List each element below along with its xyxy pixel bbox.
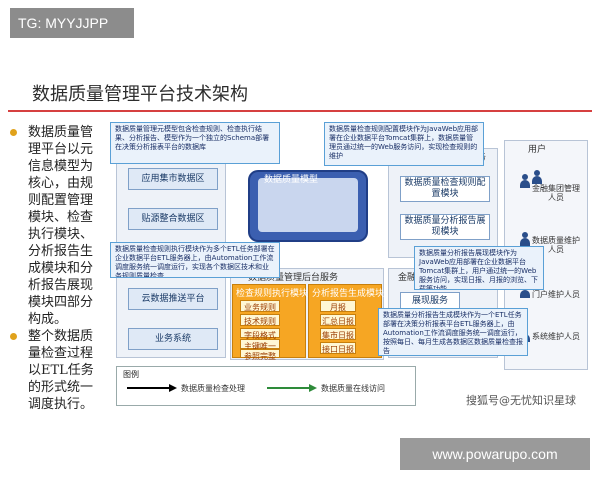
- callout-check-exec: 数据质量检查规则执行模块作为多个ETL任务部署在企业数据平台ETL服务器上，由A…: [110, 242, 280, 278]
- app-market-box: 应用集市数据区: [128, 168, 218, 190]
- rule-tag: 字段格式: [240, 328, 280, 340]
- bullet-dot-icon: [10, 129, 17, 136]
- user-label: 金融集团管理人员: [532, 184, 580, 202]
- architecture-diagram: 应用集市数据区 贴源整合数据区 云数据推送平台 业务系统 数据质量模型 服务 数…: [108, 118, 592, 410]
- page-title: 数据质量管理平台技术架构: [32, 84, 248, 105]
- report-tag: 接口日报: [320, 342, 356, 354]
- callout-report-gen: 数据质量分析报告生成模块作为一个ETL任务部署在决策分析报表平台ETL服务器上，…: [378, 308, 528, 356]
- report-gen-head: 分析报告生成模块: [312, 289, 385, 299]
- bullet-item: 整个数据质量检查过程以ETL任务的形式统一调度执行。: [10, 328, 102, 413]
- portal-panel-head: 金融: [398, 273, 417, 283]
- legend-label: 数据质量检查处理: [181, 384, 245, 393]
- description-text: 数据质量管理平台以元信息模型为核心，由规则配置管理模块、检查执行模块、分析报告生…: [10, 124, 102, 413]
- user-label: 数据质量维护人员: [532, 236, 580, 254]
- rule-config-box: 数据质量检查规则配置模块: [400, 176, 490, 202]
- rule-tag: 技术规则: [240, 314, 280, 326]
- check-exec-head: 检查规则执行模块: [236, 289, 309, 299]
- schema-grid: [258, 178, 358, 232]
- legend-label: 数据质量在线访问: [321, 384, 385, 393]
- paste-source-box: 贴源整合数据区: [128, 208, 218, 230]
- report-tag: 汇总日报: [320, 314, 356, 326]
- cloud-platform-box: 云数据推送平台: [128, 288, 218, 310]
- watermark: 搜狐号@无忧知识星球: [466, 394, 576, 407]
- footer-url: www.powarupo.com: [400, 438, 590, 470]
- callout-report-display: 数据质量分析报告展现模块作为JavaWeb应用部署在企业数据平台Tomcat集群…: [414, 246, 544, 290]
- solid-arrow-icon: [127, 384, 177, 392]
- bullet-text-1: 数据质量管理平台以元信息模型为核心，由规则配置管理模块、检查执行模块、分析报告生…: [28, 125, 94, 327]
- business-system-box: 业务系统: [128, 328, 218, 350]
- backend-service-head: 数据质量管理后台服务: [248, 273, 339, 283]
- report-tag: 集市日报: [320, 328, 356, 340]
- user-label: 系统维护人员: [532, 332, 580, 341]
- db-model-label: 数据质量模型: [264, 175, 319, 185]
- tag-label: TG: MYYJJPP: [10, 8, 134, 38]
- user-label: 门户维护人员: [532, 290, 580, 299]
- green-arrow-icon: [267, 384, 317, 392]
- callout-rule-config: 数据质量检查规则配置模块作为JavaWeb应用部署在企业数据平台Tomcat集群…: [324, 122, 484, 166]
- user-icon: [520, 232, 530, 246]
- rule-tag: 参照完整: [240, 349, 280, 361]
- report-display-box: 数据质量分析报告展现模块: [400, 214, 490, 240]
- callout-metamodel: 数据质量管理元模型包含检查规则、检查执行结果、分析报告、模型作为一个独立的Sch…: [110, 122, 280, 164]
- rule-tag: 主键唯一: [240, 339, 280, 351]
- user-panel-head: 用户: [528, 145, 547, 155]
- legend-title: 图例: [123, 370, 139, 379]
- legend: 图例 数据质量检查处理 数据质量在线访问: [116, 366, 416, 406]
- bullet-dot-icon: [10, 333, 17, 340]
- title-divider: [8, 110, 592, 112]
- user-icon: [520, 174, 530, 188]
- rule-tag: 业务规则: [240, 300, 280, 312]
- bullet-text-2: 整个数据质量检查过程以ETL任务的形式统一调度执行。: [28, 329, 94, 412]
- report-tag: 月报: [320, 300, 356, 312]
- user-icon: [532, 170, 542, 184]
- bullet-item: 数据质量管理平台以元信息模型为核心，由规则配置管理模块、检查执行模块、分析报告生…: [10, 124, 102, 328]
